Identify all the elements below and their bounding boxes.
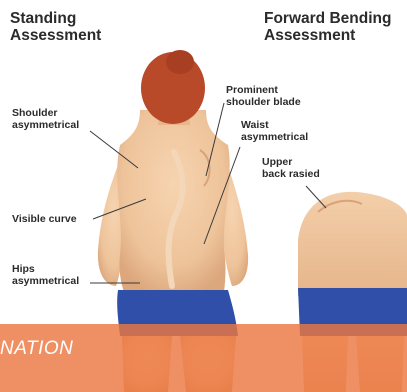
forward-bending-assessment-heading: Forward Bending Assessment (264, 10, 391, 44)
waist-asymmetrical-label: Waist asymmetrical (241, 120, 308, 143)
standing-assessment-heading: Standing Assessment (10, 10, 101, 44)
shoulder-asymmetrical-label: Shoulder asymmetrical (12, 108, 79, 131)
hips-asymmetrical-label: Hips asymmetrical (12, 264, 79, 287)
bent-back (298, 192, 407, 296)
upper-back-raised-label: Upper back rasied (262, 157, 320, 180)
prominent-shoulder-blade-label: Prominent shoulder blade (226, 85, 301, 108)
visible-curve-label: Visible curve (12, 214, 77, 226)
banner-text: NATION (0, 338, 73, 360)
torso (117, 110, 230, 292)
hair-bun (166, 50, 194, 74)
